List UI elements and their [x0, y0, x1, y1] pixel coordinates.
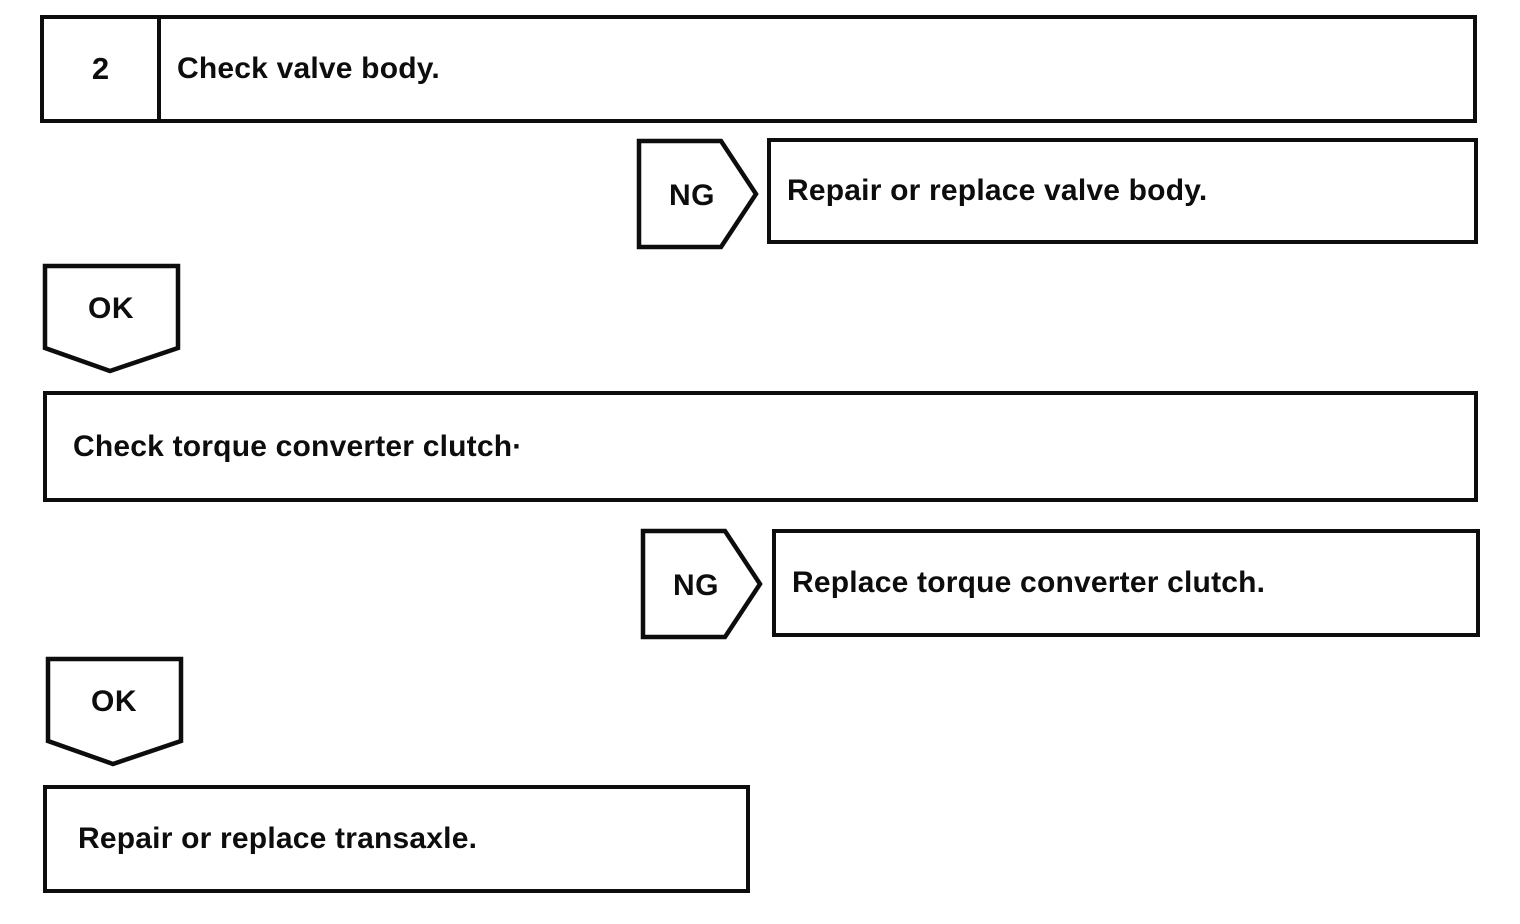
ng-action-2-label: Replace torque converter clutch. [792, 566, 1266, 599]
ok-connector-2: OK [45, 656, 184, 767]
ng-action-2-box: Replace torque converter clutch. [772, 529, 1480, 637]
ok-connector-1: OK [42, 263, 181, 374]
ok-arrow-shape [42, 263, 181, 374]
step-2-box: 2 Check valve body. [40, 15, 1477, 123]
final-action-box: Repair or replace transaxle. [43, 785, 750, 893]
ng-action-1-box: Repair or replace valve body. [767, 138, 1478, 244]
ng-arrow-shape [640, 528, 763, 640]
check-torque-converter-label: Check torque converter clutch· [73, 429, 523, 463]
ok-label-2: OK [91, 685, 137, 718]
ng-label-1: NG [669, 179, 715, 212]
ok-arrow-shape [45, 656, 184, 767]
ng-arrow-shape [636, 138, 759, 250]
check-torque-converter-box: Check torque converter clutch· [43, 391, 1478, 502]
step-title: Check valve body. [177, 52, 440, 85]
ng-label-2: NG [673, 569, 719, 602]
final-action-label: Repair or replace transaxle. [78, 822, 478, 855]
ok-label-1: OK [88, 292, 134, 325]
step-number: 2 [44, 19, 161, 119]
ng-connector-1: NG [636, 138, 759, 250]
ng-connector-2: NG [640, 528, 763, 640]
ng-action-1-label: Repair or replace valve body. [787, 174, 1208, 207]
